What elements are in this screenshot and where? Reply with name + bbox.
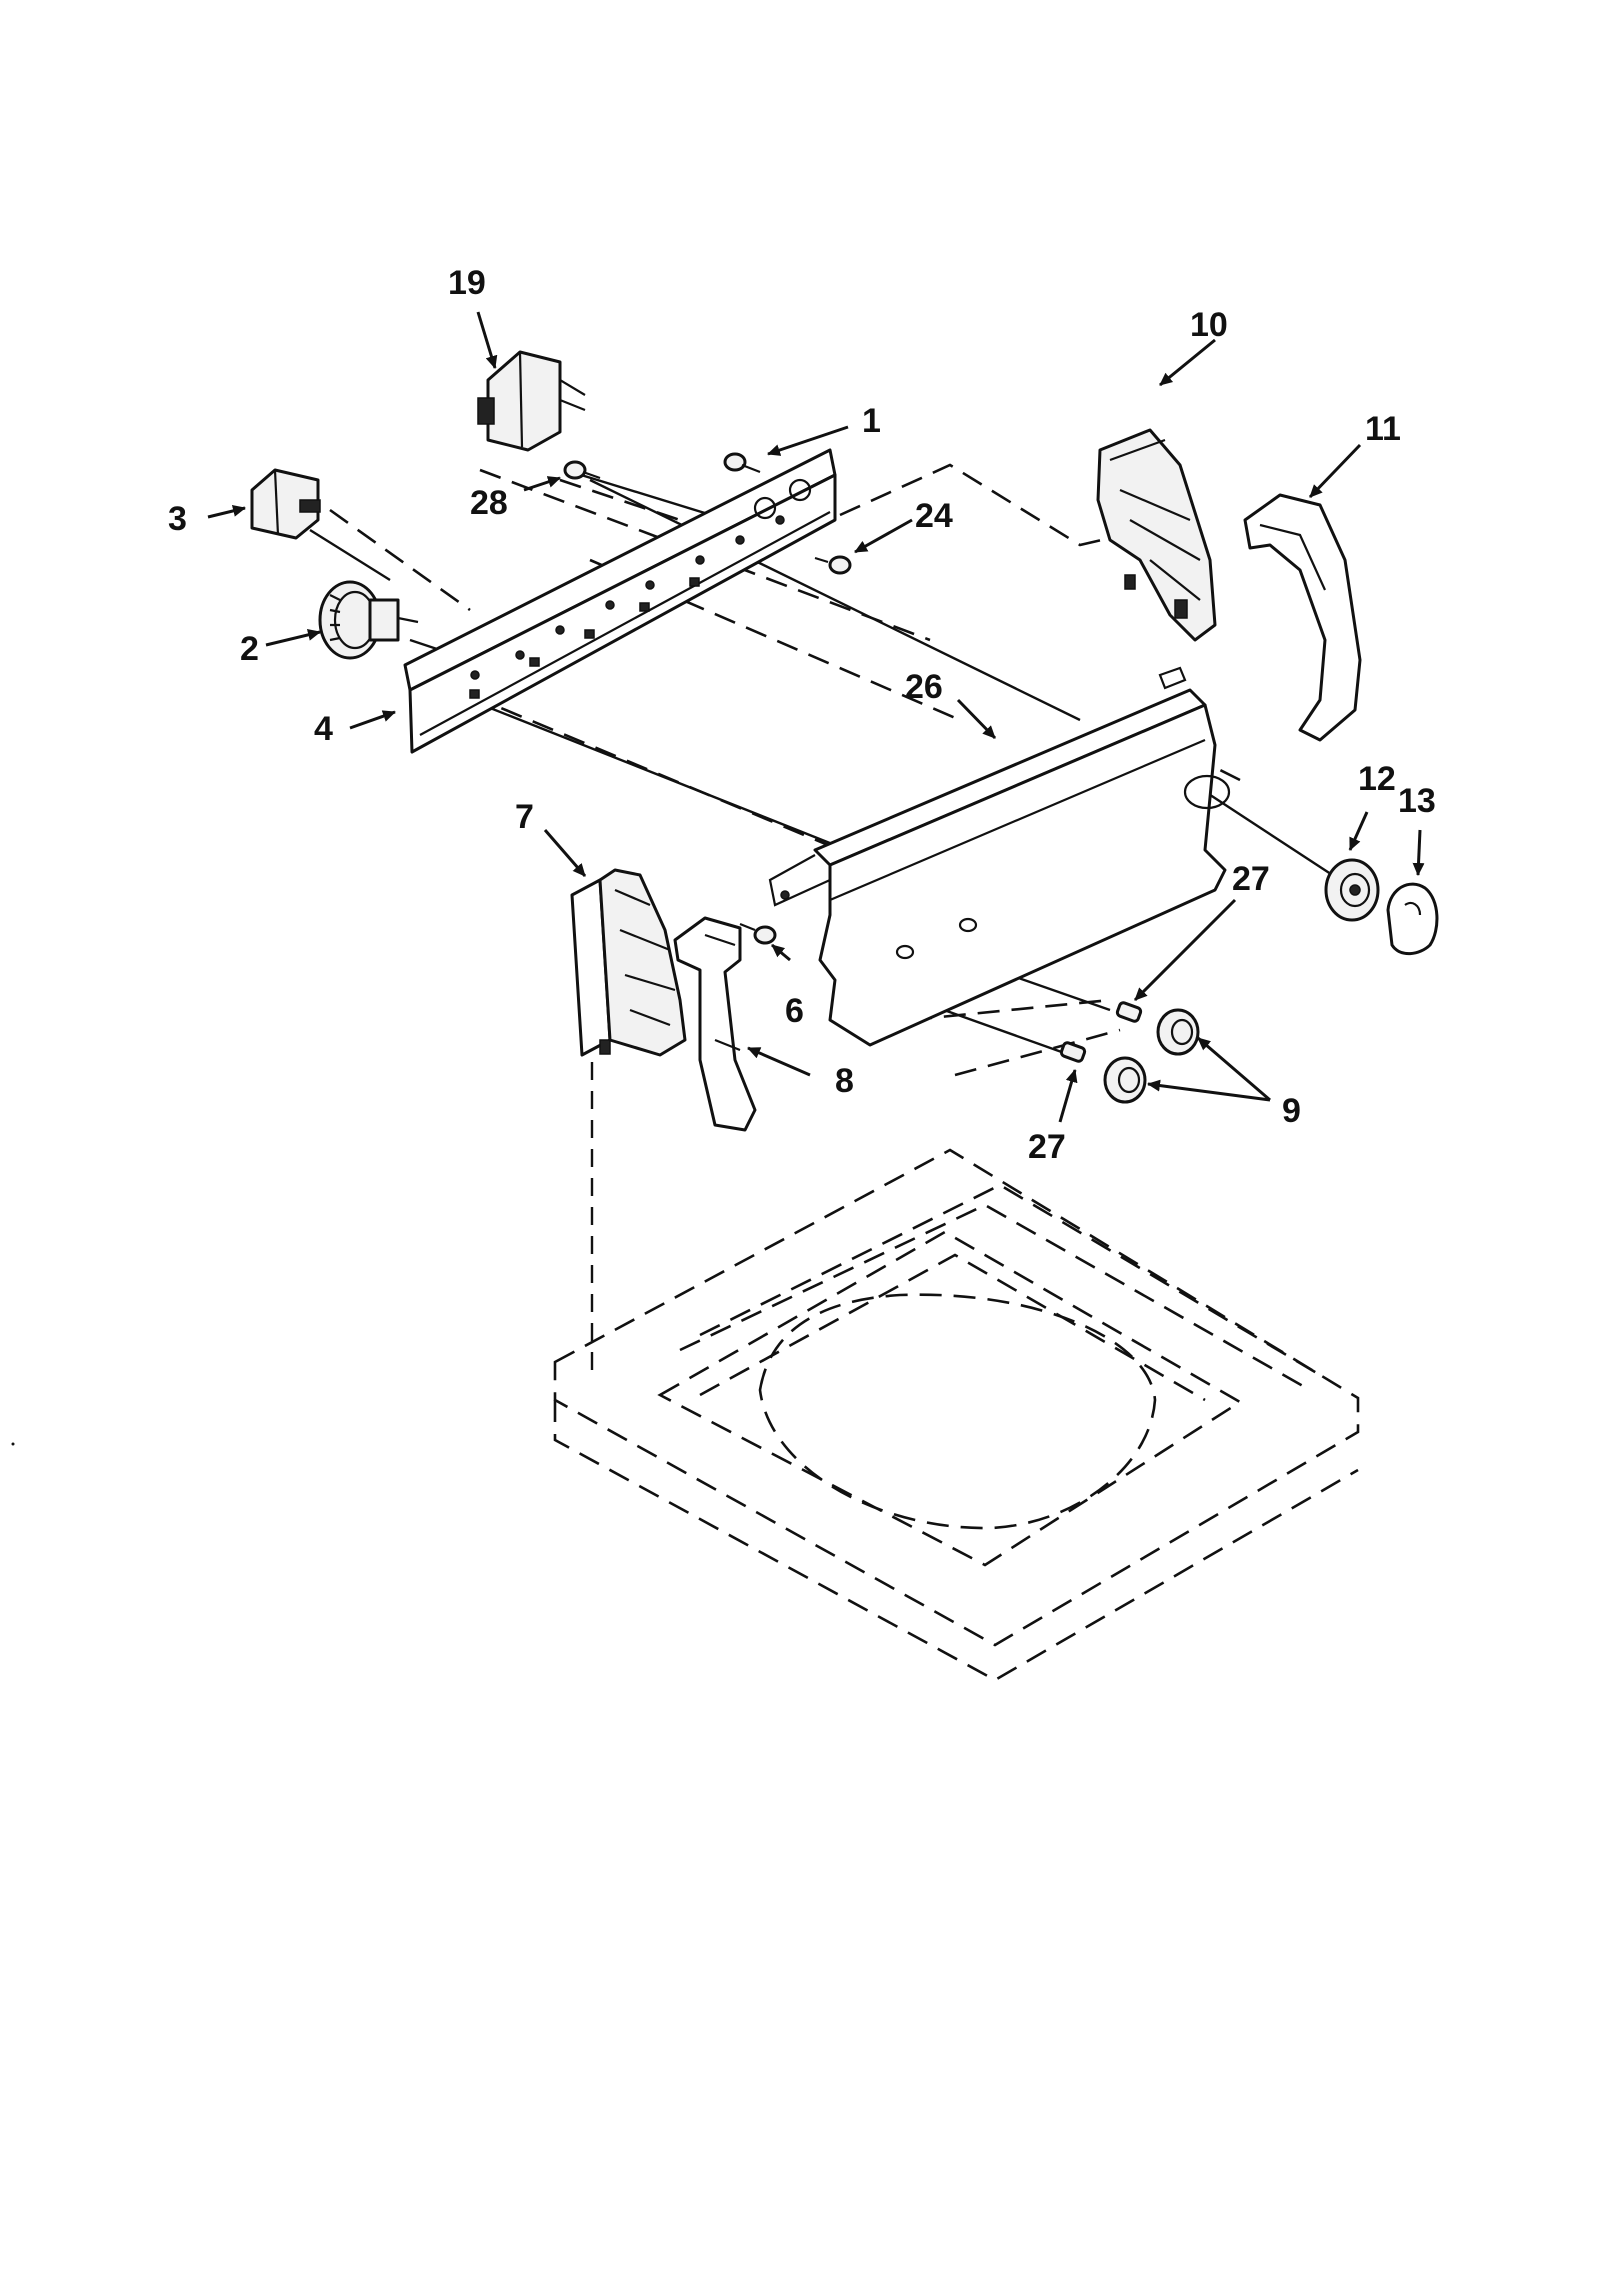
control-bracket-part-4 (403, 448, 837, 754)
callout-8: 8 (835, 1062, 854, 1100)
end-cap-trim-right-part-11 (1243, 493, 1362, 742)
callout-19: 19 (448, 264, 486, 302)
callout-28: 28 (470, 484, 508, 522)
callout-26: 26 (905, 668, 943, 706)
margin-dot (11, 1442, 15, 1446)
knob-part-13 (1386, 882, 1439, 956)
spring-part-27-lower (1059, 1041, 1087, 1063)
knob-part-9-upper (1156, 1008, 1200, 1056)
screw-part-28 (563, 460, 601, 480)
callout-11: 11 (1365, 410, 1401, 448)
callout-2: 2 (240, 630, 259, 668)
screw-part-1 (723, 452, 761, 474)
callout-12: 12 (1358, 760, 1396, 798)
callout-27-lower: 27 (1028, 1128, 1066, 1166)
knob-part-9-lower (1103, 1056, 1147, 1104)
timer-part-2 (318, 580, 419, 660)
leader-arrows (207, 311, 1425, 1123)
screw-part-24 (814, 555, 852, 575)
callout-9: 9 (1282, 1092, 1301, 1130)
washer-top-phantom (553, 1148, 1360, 1682)
callout-4: 4 (314, 710, 333, 748)
spring-part-27-upper (1115, 1001, 1143, 1023)
console-part-26 (768, 666, 1231, 1047)
callout-7: 7 (515, 798, 534, 836)
callout-27-upper: 27 (1232, 860, 1270, 898)
end-cap-right-part-10 (1096, 428, 1217, 642)
callout-13: 13 (1398, 782, 1436, 820)
callout-24: 24 (915, 497, 953, 535)
callout-3: 3 (168, 500, 187, 538)
callout-1: 1 (862, 402, 881, 440)
end-cap-left-part-7 (570, 868, 687, 1057)
callout-6: 6 (785, 992, 804, 1030)
switch-part-19 (477, 350, 586, 452)
callout-10: 10 (1190, 306, 1228, 344)
knob-hub-part-12 (1324, 858, 1380, 922)
screw-part-6 (739, 922, 777, 945)
callout-labels: 19 1 28 3 2 4 24 26 7 6 8 10 11 12 13 27… (168, 264, 1436, 1166)
rotary-switch-part-3 (250, 468, 321, 540)
end-cap-trim-left-part-8 (673, 916, 757, 1132)
